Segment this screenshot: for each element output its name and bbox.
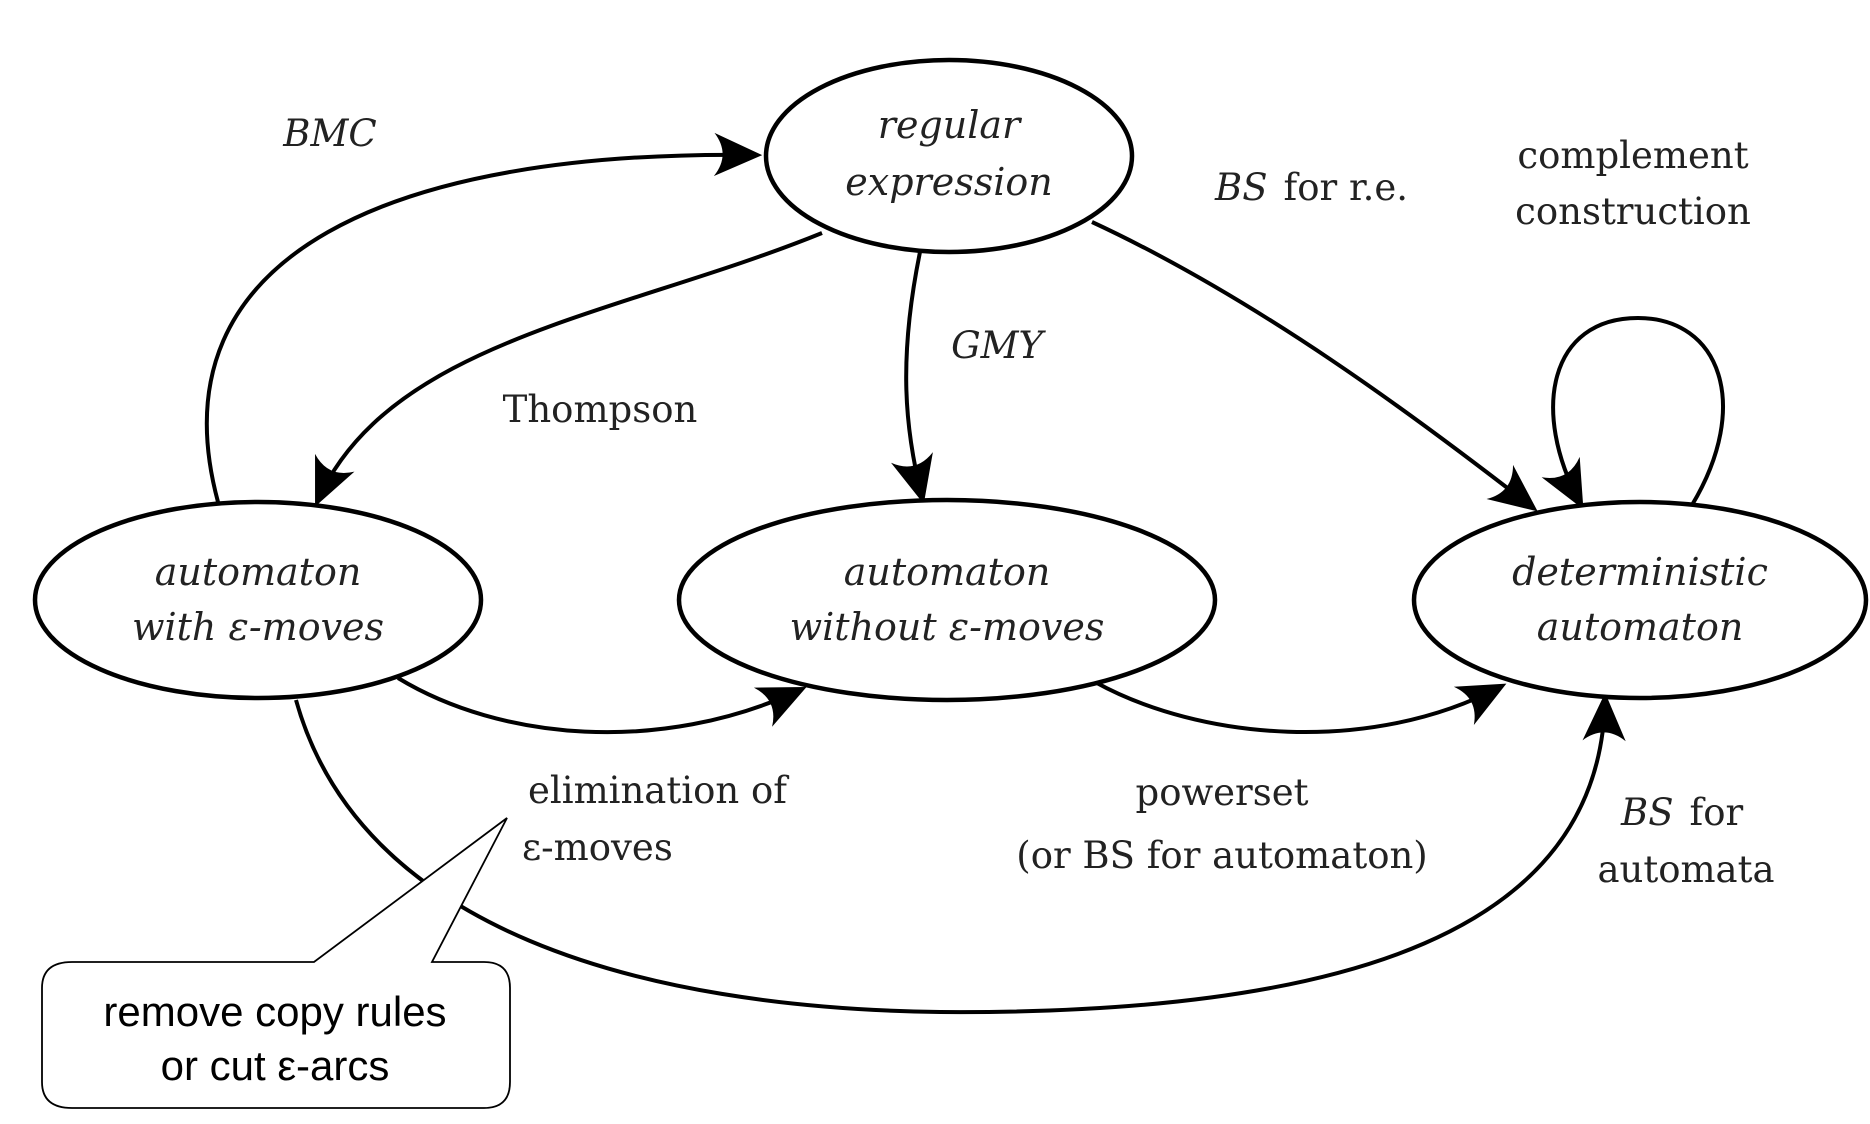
label-powerset: powerset xyxy=(1136,771,1309,814)
label-gmy: GMY xyxy=(951,324,1046,367)
label-complement-line2: construction xyxy=(1515,190,1751,233)
label-powerset-note: (or BS for automaton) xyxy=(1016,834,1427,877)
edge-powerset xyxy=(1094,680,1507,734)
label-bmc: BMC xyxy=(282,112,376,155)
edge-bmc xyxy=(204,132,763,503)
label-complement-line1: complement xyxy=(1517,134,1748,177)
callout-line2: or cut ε-arcs xyxy=(161,1042,390,1089)
node-regular-expression-line1: regular xyxy=(878,103,1023,147)
edge-bs-re xyxy=(1091,220,1538,512)
label-thompson: Thompson xyxy=(503,388,698,431)
label-bs-automata-rest: for xyxy=(1690,791,1744,834)
node-regular-expression: regular expression xyxy=(763,57,1135,255)
edge-thompson xyxy=(315,231,823,507)
edge-elimination xyxy=(396,676,807,735)
node-deterministic-automaton: deterministic automaton xyxy=(1411,499,1869,701)
callout-line1: remove copy rules xyxy=(103,988,446,1035)
node-automaton-without-eps-line1: automaton xyxy=(844,550,1051,594)
node-deterministic-automaton-line1: deterministic xyxy=(1512,550,1768,594)
edge-gmy xyxy=(891,251,933,504)
label-elimination-line1: elimination of xyxy=(528,769,789,812)
node-automaton-with-eps-line1: automaton xyxy=(155,550,362,594)
node-automaton-with-eps-line2: with ε-moves xyxy=(132,605,384,649)
label-elimination-line2: ε-moves xyxy=(522,826,673,869)
label-bs-re-rest: for r.e. xyxy=(1284,166,1408,209)
edge-complement-loop xyxy=(1541,315,1725,510)
node-automaton-with-eps: automaton with ε-moves xyxy=(32,499,484,701)
node-deterministic-automaton-line2: automaton xyxy=(1537,605,1744,649)
node-automaton-without-eps: automaton without ε-moves xyxy=(676,497,1218,703)
label-bs-automata-italic: BS xyxy=(1620,791,1674,834)
label-bs-re-italic: BS xyxy=(1214,166,1268,209)
label-bs-re: BS for r.e. xyxy=(1214,166,1408,209)
node-regular-expression-line2: expression xyxy=(845,160,1052,204)
label-bs-automata-line2: automata xyxy=(1597,848,1774,891)
node-automaton-without-eps-line2: without ε-moves xyxy=(790,605,1105,649)
callout-bubble: remove copy rules or cut ε-arcs xyxy=(41,817,511,1109)
label-bs-automata-line1: BS for xyxy=(1620,791,1744,834)
